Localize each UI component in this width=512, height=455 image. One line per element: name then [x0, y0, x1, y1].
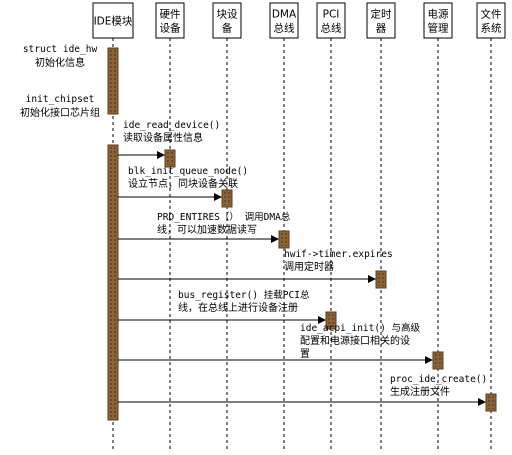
activation-bar-timer	[375, 270, 387, 289]
lifeline-header-box	[269, 2, 299, 39]
activation-bar-hw	[164, 149, 176, 168]
activation-bar-fs	[485, 393, 497, 412]
lifeline-label: PCI	[323, 9, 340, 21]
lifeline-header-box	[366, 2, 396, 39]
lifelines	[112, 38, 492, 452]
message-label: 生成注册文件	[390, 385, 450, 398]
lifeline-header-box	[155, 2, 185, 39]
message-label: bus_register() 挂载PCI总	[178, 289, 310, 301]
message-label: ide_read_device()	[123, 120, 220, 131]
lifeline-label: 总线	[274, 22, 295, 35]
lifeline-label: 定时	[371, 8, 392, 21]
side-note-text: init_chipset	[26, 94, 95, 105]
activation-bar-power	[432, 351, 444, 370]
activation-bar-pci	[325, 311, 337, 330]
message-label: PRD_ENTIRES（） 调用DMA总	[157, 211, 291, 223]
lifeline-header-box	[423, 2, 453, 39]
lifeline-header-ide: IDE模块	[92, 2, 134, 39]
side-note-text: struct ide_hw	[23, 44, 98, 55]
lifeline-label: IDE模块	[94, 16, 133, 28]
lifeline-label: 总线	[321, 22, 342, 35]
message-blk: blk_init_queue_node()设立节点，同块设备关联	[118, 166, 248, 201]
lifeline-header-blk: 块设备	[212, 2, 242, 39]
message-label: ide_acpi_init() 与高级	[300, 322, 421, 334]
lifeline-label: 电源	[428, 8, 449, 21]
message-label: 调用定时器	[284, 260, 334, 273]
lifeline-label: 备	[222, 22, 233, 35]
message-label: 置	[300, 348, 310, 360]
side-note-text: 初始化信息	[35, 56, 85, 69]
lifeline-label: 管理	[428, 22, 449, 35]
lifeline-label: 硬件	[160, 9, 181, 21]
message-label: blk_init_queue_node()	[128, 166, 248, 177]
message-label: hwif->timer.expires	[284, 249, 393, 260]
message-label: proc_ide_create()	[390, 374, 487, 385]
lifeline-label: 设备	[160, 22, 181, 35]
activation-bar-dma	[278, 230, 290, 249]
ide-activation-bar-main	[107, 144, 119, 421]
message-hw: ide_read_device()读取设备属性信息	[118, 120, 220, 159]
message-fs: proc_ide_create()生成注册文件	[118, 374, 487, 406]
activation-bar-blk	[221, 189, 233, 208]
message-label: 设立节点，同块设备关联	[128, 177, 238, 190]
activation-bars	[107, 47, 497, 421]
message-label: 线，可以加速数据读写	[157, 223, 257, 236]
lifeline-label: 器	[376, 23, 387, 35]
lifeline-label: 系统	[481, 22, 502, 35]
lifeline-label: 块设	[217, 9, 238, 21]
message-label: 线，在总线上进行设备注册	[178, 301, 298, 314]
lifeline-label: 文件	[481, 8, 502, 21]
message-label: 读取设备属性信息	[123, 131, 203, 144]
ide-activation-bar-setup	[107, 47, 119, 115]
lifeline-header-box	[316, 2, 346, 39]
messages: ide_read_device()读取设备属性信息 blk_init_queue_…	[118, 120, 487, 406]
lifeline-header-box	[476, 2, 506, 39]
side-note-text: 初始化接口芯片组	[20, 106, 100, 119]
lifeline-header-timer: 定时器	[366, 2, 396, 39]
lifeline-header-box	[212, 2, 242, 39]
lifeline-header-box	[92, 2, 134, 39]
lifeline-label: DMA	[272, 9, 297, 21]
message-label: 配置和电源接口相关的设	[300, 334, 410, 347]
